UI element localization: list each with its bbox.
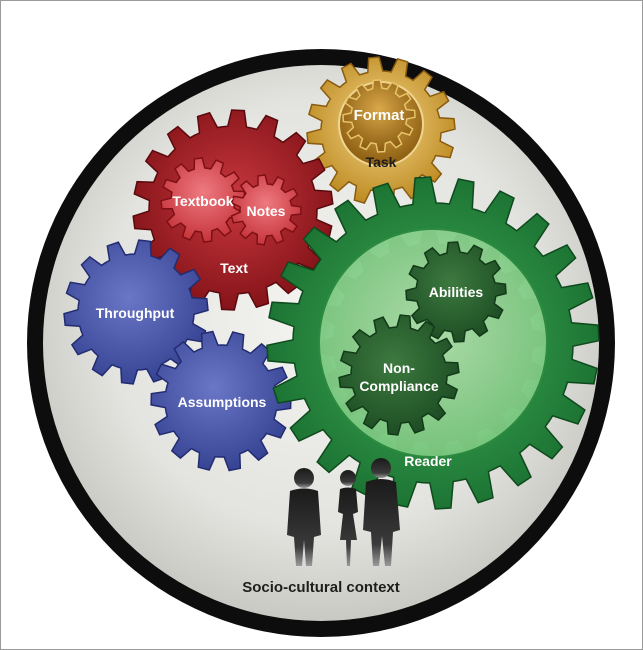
context-label: Socio-cultural context <box>242 579 400 596</box>
throughput-label: Throughput <box>96 305 175 321</box>
notes-gear <box>230 174 302 246</box>
abilities-label: Abilities <box>429 284 484 300</box>
textbook-gear <box>160 157 246 243</box>
textbook-label: Textbook <box>172 193 233 209</box>
person-silhouette <box>363 458 400 566</box>
person-silhouette <box>338 470 358 566</box>
assumptions-label: Assumptions <box>178 394 267 410</box>
format-label: Format <box>354 107 405 124</box>
notes-label: Notes <box>247 203 286 219</box>
format-gear <box>342 79 416 153</box>
reader-label: Reader <box>404 453 452 469</box>
non-compliance-label-line1: Non- <box>383 360 415 376</box>
non-compliance-label-line2: Compliance <box>359 378 439 394</box>
task-label: Task <box>366 154 397 170</box>
person-silhouette <box>287 468 321 566</box>
abilities-gear <box>405 241 507 343</box>
text-label: Text <box>220 260 248 276</box>
people-silhouettes <box>287 458 400 566</box>
non-compliance-gear <box>338 314 460 436</box>
